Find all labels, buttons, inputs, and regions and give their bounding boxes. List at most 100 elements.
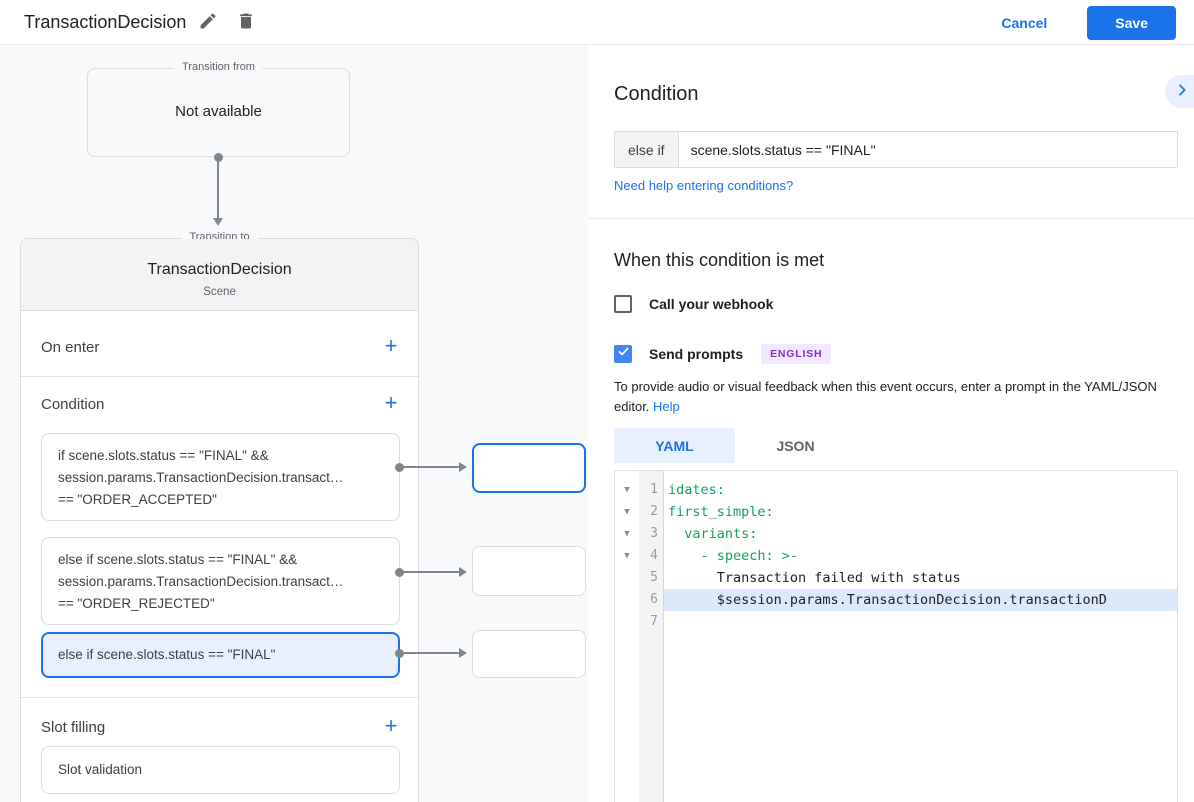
line-number: 7 xyxy=(650,614,658,629)
transition-from-box: Transition from Not available xyxy=(87,61,350,157)
prompts-row: Send prompts ENGLISH xyxy=(614,344,832,364)
conditions-help-link[interactable]: Need help entering conditions? xyxy=(614,178,794,193)
condition-detail-panel: Condition else if Need help entering con… xyxy=(588,45,1194,802)
code-line: ▼ 4 - speech: >- xyxy=(615,545,1177,567)
connector-dot xyxy=(395,649,404,658)
slot-validation-label: Slot validation xyxy=(58,762,143,777)
call-webhook-checkbox[interactable] xyxy=(614,295,632,313)
condition-text-line: session.params.TransactionDecision.trans… xyxy=(58,470,344,485)
arrow-right-icon xyxy=(459,648,467,658)
check-icon xyxy=(617,345,630,363)
collapse-panel-button[interactable] xyxy=(1165,75,1194,108)
transition-to-card: Transition to TransactionDecision Scene … xyxy=(20,231,419,802)
line-number: 1 xyxy=(650,482,658,497)
fold-arrow-icon[interactable]: ▼ xyxy=(624,485,630,495)
webhook-row: Call your webhook xyxy=(614,295,773,313)
arrow-down-icon xyxy=(213,218,223,226)
condition-text-line: == "ORDER_ACCEPTED" xyxy=(58,492,217,507)
code-line: 7 xyxy=(615,611,1177,633)
slot-filling-label: Slot filling xyxy=(41,719,106,736)
code-line: ▼ 1 idates: xyxy=(615,479,1177,501)
line-number: 2 xyxy=(650,504,658,519)
code-line: ▼ 2 first_simple: xyxy=(615,501,1177,523)
condition-expression-input[interactable] xyxy=(678,132,1177,167)
connector-line xyxy=(399,652,459,654)
code-text: variants: xyxy=(668,526,758,542)
connector-dot xyxy=(214,153,223,162)
chevron-right-icon xyxy=(1174,82,1190,101)
arrow-right-icon xyxy=(459,462,467,472)
edit-scene-button[interactable] xyxy=(192,6,224,38)
target-scene-box-3[interactable] xyxy=(472,630,586,678)
top-bar: TransactionDecision Cancel Save xyxy=(0,0,1194,45)
condition-prefix-label: else if xyxy=(615,132,679,167)
connector-line xyxy=(399,571,459,573)
send-prompts-label: Send prompts xyxy=(649,346,744,362)
add-slot-button[interactable]: + xyxy=(378,713,404,739)
code-line-active: 6 $session.params.TransactionDecision.tr… xyxy=(615,589,1177,611)
fold-arrow-icon[interactable]: ▼ xyxy=(624,507,630,517)
delete-scene-button[interactable] xyxy=(230,6,262,38)
prompt-helper-text: To provide audio or visual feedback when… xyxy=(614,377,1170,417)
divider xyxy=(21,376,418,377)
condition-text-line: == "ORDER_REJECTED" xyxy=(58,596,215,611)
code-line: 5 Transaction failed with status xyxy=(615,567,1177,589)
arrow-right-icon xyxy=(459,567,467,577)
condition-expression-row: else if xyxy=(614,131,1178,168)
prompt-helper-body: To provide audio or visual feedback when… xyxy=(614,379,1157,414)
cancel-button[interactable]: Cancel xyxy=(985,7,1063,39)
code-text: idates: xyxy=(668,482,725,498)
divider xyxy=(588,218,1194,219)
on-enter-label: On enter xyxy=(41,339,100,356)
page-title: TransactionDecision xyxy=(24,11,187,32)
code-line: ▼ 3 variants: xyxy=(615,523,1177,545)
trash-icon xyxy=(236,11,256,34)
condition-text-line: session.params.TransactionDecision.trans… xyxy=(58,574,344,589)
fold-arrow-icon[interactable]: ▼ xyxy=(624,551,630,561)
add-condition-button[interactable]: + xyxy=(378,390,404,416)
condition-text-line: if scene.slots.status == "FINAL" && xyxy=(58,448,269,463)
code-text: - speech: >- xyxy=(668,548,799,564)
condition-text-line: else if scene.slots.status == "FINAL" xyxy=(58,647,276,662)
code-text: first_simple: xyxy=(668,504,774,520)
scene-card-header: TransactionDecision Scene xyxy=(21,239,418,311)
line-number: 4 xyxy=(650,548,658,563)
scene-title: TransactionDecision xyxy=(147,261,292,278)
line-number: 5 xyxy=(650,570,658,585)
slot-validation-item[interactable]: Slot validation xyxy=(41,746,400,794)
condition-item-3-selected[interactable]: else if scene.slots.status == "FINAL" xyxy=(41,632,400,678)
editor-tabs: YAML JSON xyxy=(614,428,856,463)
condition-item-2[interactable]: else if scene.slots.status == "FINAL" &&… xyxy=(41,537,400,625)
yaml-code-editor[interactable]: ▼ 1 idates: ▼ 2 first_simple: ▼ 3 varian… xyxy=(614,470,1178,802)
scene-subtitle: Scene xyxy=(203,286,236,298)
condition-section-label: Condition xyxy=(41,396,105,413)
connector-dot xyxy=(395,568,404,577)
panel-heading: Condition xyxy=(614,83,699,105)
code-text: $session.params.TransactionDecision.tran… xyxy=(664,589,1177,611)
tab-yaml[interactable]: YAML xyxy=(614,428,735,463)
transition-from-legend: Transition from xyxy=(174,61,263,73)
add-on-enter-button[interactable]: + xyxy=(378,333,404,359)
save-button[interactable]: Save xyxy=(1087,5,1176,40)
send-prompts-checkbox[interactable] xyxy=(614,345,632,363)
fold-arrow-icon[interactable]: ▼ xyxy=(624,529,630,539)
call-webhook-label: Call your webhook xyxy=(649,296,774,312)
connector-dot xyxy=(395,463,404,472)
divider xyxy=(21,697,418,698)
connector-line xyxy=(399,466,459,468)
line-number: 6 xyxy=(650,592,658,607)
condition-item-1[interactable]: if scene.slots.status == "FINAL" && sess… xyxy=(41,433,400,521)
pencil-icon xyxy=(198,11,218,34)
flow-canvas: Transition from Not available Transition… xyxy=(0,45,588,802)
tab-json[interactable]: JSON xyxy=(735,428,856,463)
language-badge: ENGLISH xyxy=(761,344,832,364)
target-scene-box-1[interactable] xyxy=(472,443,586,493)
target-scene-box-2[interactable] xyxy=(472,546,586,596)
code-text xyxy=(664,611,1177,633)
help-link[interactable]: Help xyxy=(653,399,680,414)
transition-from-value: Not available xyxy=(175,103,262,120)
connector-line xyxy=(217,161,219,219)
condition-text-line: else if scene.slots.status == "FINAL" && xyxy=(58,552,298,567)
code-text: Transaction failed with status xyxy=(668,570,961,586)
condition-met-heading: When this condition is met xyxy=(614,250,825,270)
